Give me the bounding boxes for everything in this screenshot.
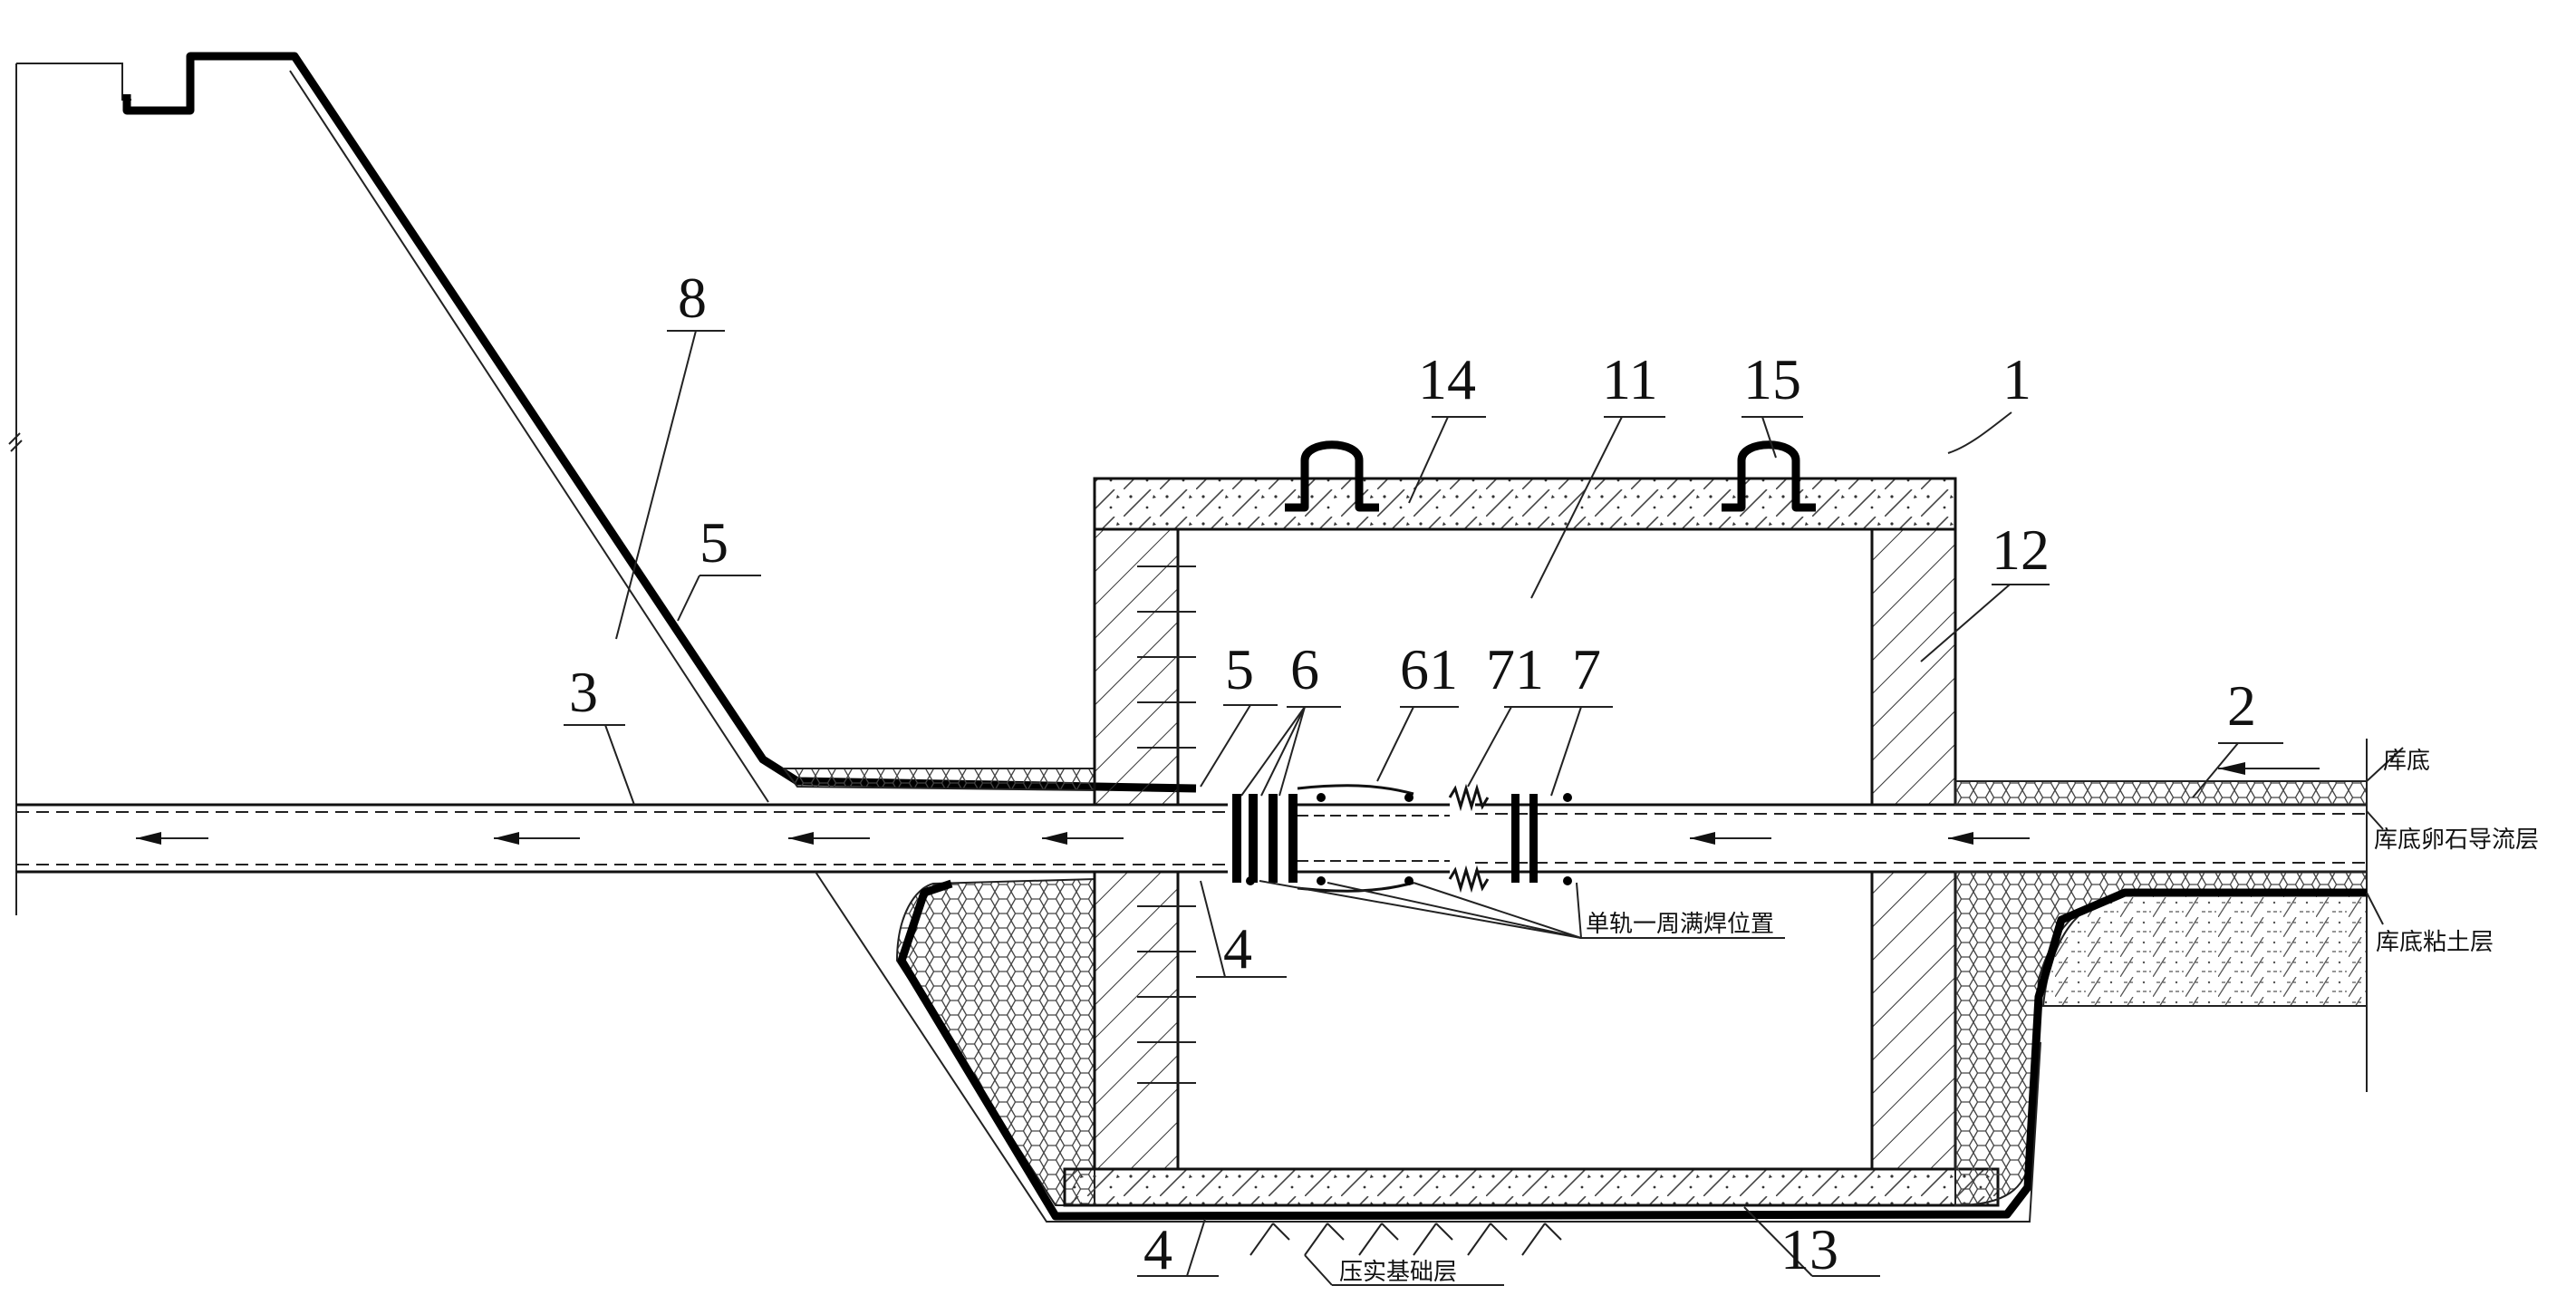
label-2: 2 [2227,673,2256,738]
cone-reducer-61 [1297,784,1414,893]
label-1: 1 [2002,347,2031,411]
label-71: 71 [1486,637,1544,701]
label-15: 15 [1743,347,1801,411]
label-6: 6 [1290,637,1319,701]
spring-bottom-71 [1448,865,1490,894]
label-4-lower: 4 [1143,1217,1172,1281]
leader-lines [564,330,2404,1286]
label-11: 11 [1602,347,1658,411]
liner-membrane-left [122,52,1197,793]
pebble-fill-top-left [782,768,1095,792]
text-annotations: 库底 库底卵石导流层 库底粘土层 单轨一周满焊位置 压实基础层 [1339,748,2539,1286]
label-4-upper: 4 [1223,916,1252,981]
spring-top-71 [1448,783,1490,812]
flange-5 [1511,794,1520,883]
flange-1 [1232,794,1241,883]
flange-4 [1288,794,1298,883]
reservoir-bottom-label: 库底 [2383,748,2430,775]
chamber-wall-left-lower [1093,870,1180,1171]
chamber-wall-right-lower [1870,870,1957,1171]
label-3: 3 [569,660,598,724]
pipe-joint-assembly [1232,783,1572,894]
lifting-hook-left [1285,440,1379,512]
excavation-outline [815,871,2041,1223]
liner-membrane-bottom [897,879,2367,1221]
drain-pipe [16,762,2367,874]
crest-outline [16,63,131,101]
label-14: 14 [1418,347,1476,411]
label-12: 12 [1992,517,2050,582]
flow-arrows [136,762,2320,845]
label-61: 61 [1400,637,1458,701]
flange-3 [1269,794,1278,883]
weld-position-label: 单轨一周满焊位置 [1586,911,1774,938]
base-slab [1063,1167,2000,1207]
cover-slab [1093,477,1957,531]
foundation-hatch [1249,1223,1562,1256]
lifting-hook-right [1722,440,1816,512]
label-13: 13 [1780,1217,1838,1281]
inspection-chamber [1063,440,2000,1207]
label-8: 8 [678,266,707,330]
label-7: 7 [1572,637,1601,701]
pebble-fill-bottom-left [895,877,1095,1206]
break-mark [8,432,23,452]
pebble-layer-right-top [1954,780,2368,806]
callout-labels: 8 5 3 5 6 61 71 7 14 11 15 1 12 2 4 4 13 [569,266,2256,1281]
embankment-slope-inner [289,70,769,803]
pebble-layer-label: 库底卵石导流层 [2374,826,2539,854]
chamber-wall-right-upper [1870,527,1957,807]
clay-layer-label: 库底粘土层 [2376,929,2494,956]
foundation-label: 压实基础层 [1339,1259,1457,1286]
label-5-chamber: 5 [1225,637,1254,701]
chamber-wall-left-upper [1093,527,1180,807]
ladder-rungs [1137,566,1196,1084]
label-5-slope: 5 [699,510,728,575]
flange-2 [1249,794,1258,883]
flange-6 [1529,794,1538,883]
